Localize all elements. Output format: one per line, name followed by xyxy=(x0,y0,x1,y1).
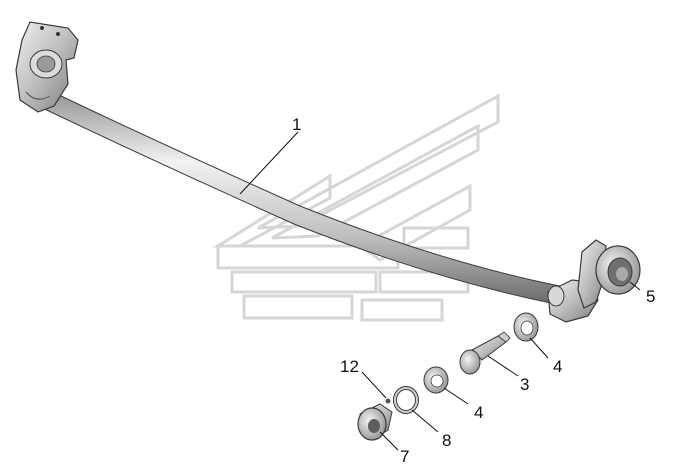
callout-4-lower: 4 xyxy=(474,403,483,422)
callout-8: 8 xyxy=(442,431,451,450)
snap-ring-part-8 xyxy=(393,386,419,414)
cotter-pin-part-12 xyxy=(385,398,391,404)
callout-7: 7 xyxy=(400,447,409,466)
leader-1 xyxy=(239,131,299,195)
end-fitting-part-5 xyxy=(547,239,641,323)
leader-8 xyxy=(411,409,439,433)
cap-part-7 xyxy=(357,403,393,441)
washer-part-4-lower xyxy=(423,366,449,394)
callout-labels: 1 5 4 3 4 12 8 7 xyxy=(292,115,655,466)
leader-5 xyxy=(629,281,641,291)
washer-part-4-upper xyxy=(513,312,539,342)
leader-lines xyxy=(239,131,641,451)
tie-rod-part-1 xyxy=(15,21,561,305)
callout-5: 5 xyxy=(646,287,655,306)
leader-12 xyxy=(361,371,387,399)
callout-1: 1 xyxy=(292,115,301,134)
callout-3: 3 xyxy=(520,375,529,394)
leader-4b xyxy=(443,387,469,405)
watermark-logo xyxy=(212,93,500,322)
leader-3 xyxy=(487,355,519,377)
callout-4-upper: 4 xyxy=(553,357,562,376)
callout-12: 12 xyxy=(340,357,359,376)
leader-4a xyxy=(529,337,549,359)
leader-7 xyxy=(379,431,399,451)
pin-part-3 xyxy=(459,331,511,375)
